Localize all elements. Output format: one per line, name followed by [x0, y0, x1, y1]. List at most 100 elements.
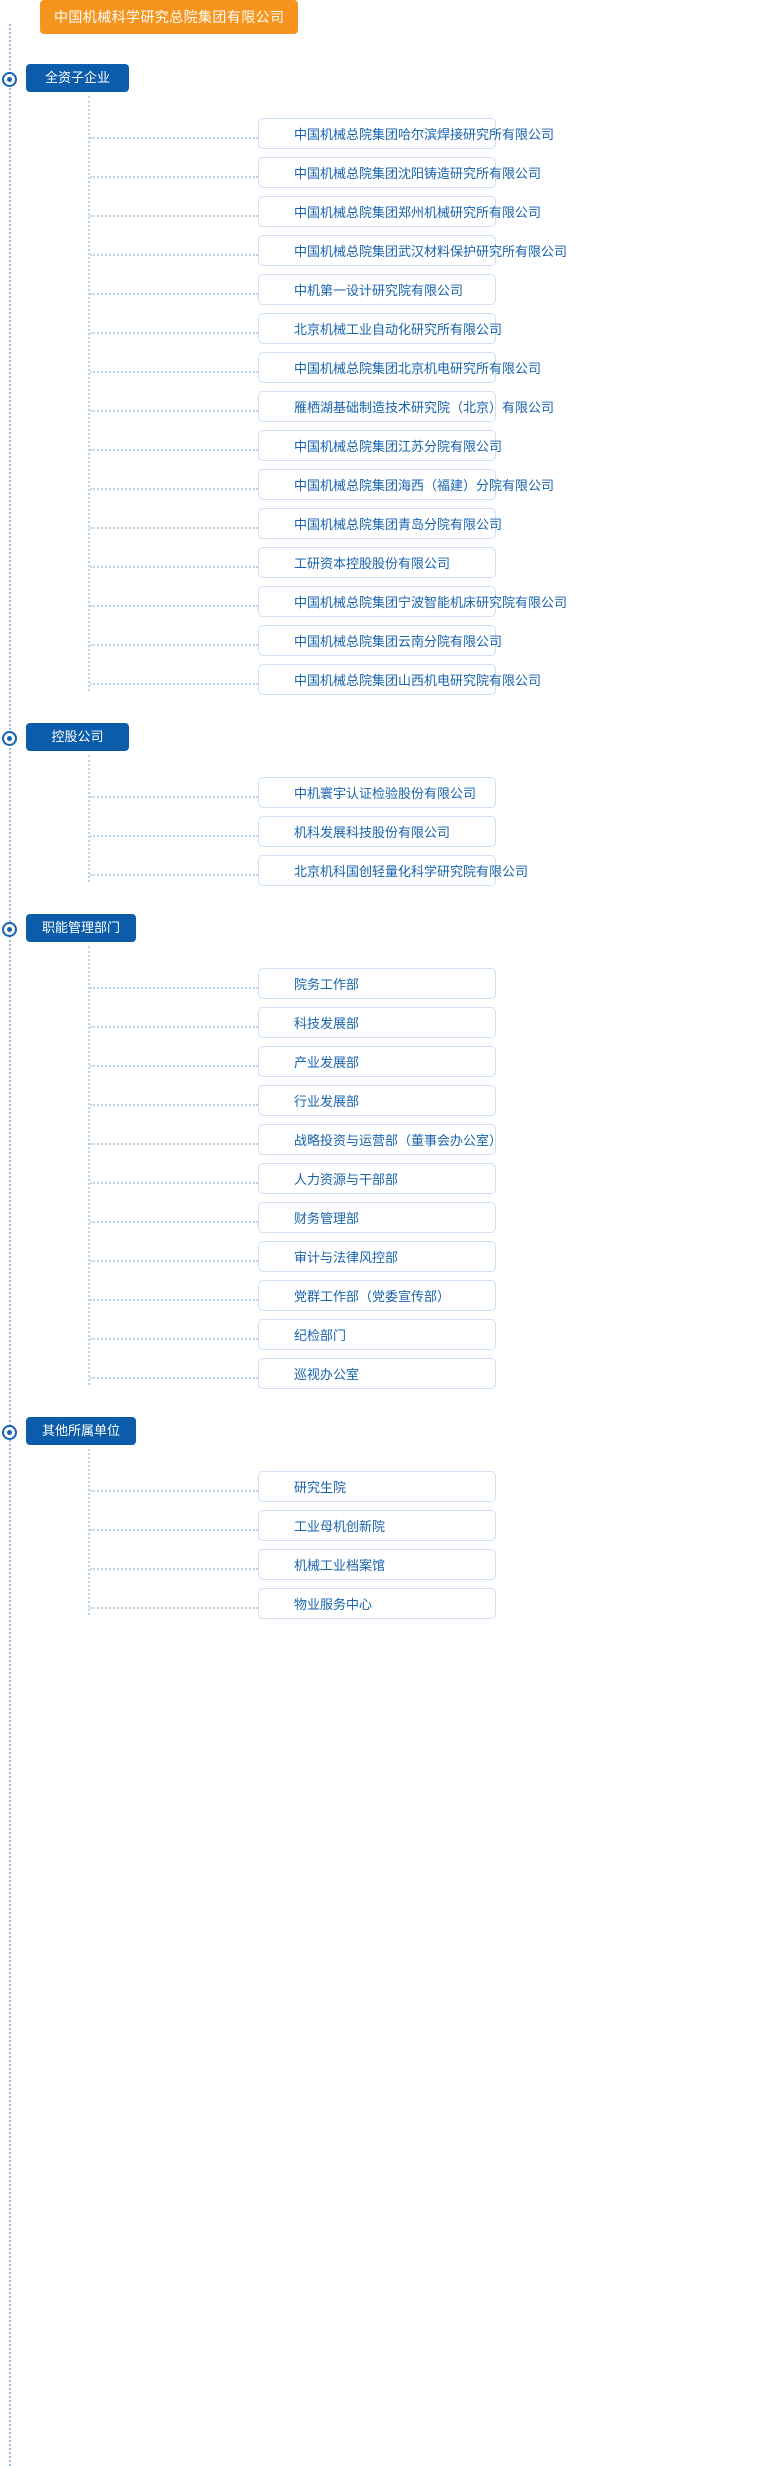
item-box[interactable]: 中机第一设计研究院有限公司 — [258, 274, 496, 305]
radio-bullet-icon — [2, 1425, 17, 1440]
item-box[interactable]: 工研资本控股股份有限公司 — [258, 547, 496, 578]
item-box[interactable]: 中国机械总院集团哈尔滨焊接研究所有限公司 — [258, 118, 554, 149]
item-box[interactable]: 院务工作部 — [258, 968, 496, 999]
connector-line — [90, 835, 258, 837]
item-label: 物业服务中心 — [294, 1597, 373, 1612]
list-item: 科技发展部 — [0, 1007, 779, 1046]
item-box[interactable]: 行业发展部 — [258, 1085, 496, 1116]
item-box[interactable]: 纪检部门 — [258, 1319, 496, 1350]
item-label: 中国机械总院集团北京机电研究所有限公司 — [294, 361, 542, 376]
item-label: 科技发展部 — [294, 1016, 360, 1031]
list-item: 纪检部门 — [0, 1319, 779, 1358]
item-box[interactable]: 雁栖湖基础制造技术研究院（北京）有限公司 — [258, 391, 554, 422]
section: 其他所属单位研究生院工业母机创新院机械工业档案馆物业服务中心 — [0, 1405, 779, 1635]
item-box[interactable]: 中国机械总院集团沈阳铸造研究所有限公司 — [258, 157, 541, 188]
item-label: 审计与法律风控部 — [294, 1250, 399, 1265]
item-box[interactable]: 机械工业档案馆 — [258, 1549, 496, 1580]
item-box[interactable]: 战略投资与运营部（董事会办公室） — [258, 1124, 502, 1155]
item-box[interactable]: 中国机械总院集团云南分院有限公司 — [258, 625, 502, 656]
connector-line — [90, 410, 258, 412]
root-node-row: 中国机械科学研究总院集团有限公司 — [0, 0, 779, 52]
list-item: 中国机械总院集团江苏分院有限公司 — [0, 430, 779, 469]
item-box[interactable]: 北京机械工业自动化研究所有限公司 — [258, 313, 502, 344]
list-item: 中国机械总院集团山西机电研究院有限公司 — [0, 664, 779, 703]
item-box[interactable]: 北京机科国创轻量化科学研究院有限公司 — [258, 855, 528, 886]
section: 全资子企业中国机械总院集团哈尔滨焊接研究所有限公司中国机械总院集团沈阳铸造研究所… — [0, 52, 779, 711]
branch-vertical-line — [88, 96, 90, 691]
item-label: 工研资本控股股份有限公司 — [294, 556, 451, 571]
item-label: 中国机械总院集团江苏分院有限公司 — [294, 439, 503, 454]
item-box[interactable]: 中国机械总院集团宁波智能机床研究院有限公司 — [258, 586, 567, 617]
item-box[interactable]: 审计与法律风控部 — [258, 1241, 496, 1272]
item-box[interactable]: 工业母机创新院 — [258, 1510, 496, 1541]
list-item: 物业服务中心 — [0, 1588, 779, 1627]
item-box[interactable]: 产业发展部 — [258, 1046, 496, 1077]
section-title[interactable]: 控股公司 — [26, 723, 129, 751]
connector-line — [90, 874, 258, 876]
list-item: 机械工业档案馆 — [0, 1549, 779, 1588]
section-header: 全资子企业 — [0, 52, 779, 118]
connector-line — [90, 176, 258, 178]
item-label: 中国机械总院集团宁波智能机床研究院有限公司 — [294, 595, 568, 610]
connector-line — [90, 1568, 258, 1570]
radio-bullet-icon — [2, 731, 17, 746]
section-title[interactable]: 全资子企业 — [26, 64, 129, 92]
list-item: 中国机械总院集团郑州机械研究所有限公司 — [0, 196, 779, 235]
section-header: 职能管理部门 — [0, 902, 779, 968]
connector-line — [90, 527, 258, 529]
item-label: 巡视办公室 — [294, 1367, 360, 1382]
item-box[interactable]: 中国机械总院集团武汉材料保护研究所有限公司 — [258, 235, 567, 266]
sections-container: 全资子企业中国机械总院集团哈尔滨焊接研究所有限公司中国机械总院集团沈阳铸造研究所… — [0, 52, 779, 1635]
section-items: 院务工作部科技发展部产业发展部行业发展部战略投资与运营部（董事会办公室） 人力资源… — [0, 946, 779, 1405]
list-item: 巡视办公室 — [0, 1358, 779, 1397]
item-label: 工业母机创新院 — [294, 1519, 386, 1534]
item-label: 中机第一设计研究院有限公司 — [294, 283, 464, 298]
item-label: 研究生院 — [294, 1480, 347, 1495]
item-box[interactable]: 中国机械总院集团郑州机械研究所有限公司 — [258, 196, 541, 227]
connector-line — [90, 293, 258, 295]
item-box[interactable]: 中国机械总院集团山西机电研究院有限公司 — [258, 664, 541, 695]
list-item: 研究生院 — [0, 1471, 779, 1510]
list-item: 工研资本控股股份有限公司 — [0, 547, 779, 586]
connector-line — [90, 215, 258, 217]
item-label: 中国机械总院集团沈阳铸造研究所有限公司 — [294, 166, 542, 181]
item-box[interactable]: 中机寰宇认证检验股份有限公司 — [258, 777, 496, 808]
connector-line — [90, 1377, 258, 1379]
main-vertical-spine — [9, 24, 11, 2466]
branch-vertical-line — [88, 755, 90, 882]
section-title[interactable]: 职能管理部门 — [26, 914, 137, 942]
item-box[interactable]: 党群工作部（党委宣传部） — [258, 1280, 496, 1311]
item-box[interactable]: 中国机械总院集团北京机电研究所有限公司 — [258, 352, 541, 383]
item-label: 中国机械总院集团云南分院有限公司 — [294, 634, 503, 649]
item-label: 机科发展科技股份有限公司 — [294, 825, 451, 840]
section-title[interactable]: 其他所属单位 — [26, 1417, 137, 1445]
list-item: 中机寰宇认证检验股份有限公司 — [0, 777, 779, 816]
section-items: 研究生院工业母机创新院机械工业档案馆物业服务中心 — [0, 1449, 779, 1635]
item-label: 北京机械工业自动化研究所有限公司 — [294, 322, 503, 337]
item-box[interactable]: 中国机械总院集团青岛分院有限公司 — [258, 508, 502, 539]
item-box[interactable]: 中国机械总院集团海西（福建）分院有限公司 — [258, 469, 554, 500]
item-label: 纪检部门 — [294, 1328, 347, 1343]
list-item: 中国机械总院集团云南分院有限公司 — [0, 625, 779, 664]
connector-line — [90, 371, 258, 373]
connector-line — [90, 1338, 258, 1340]
item-box[interactable]: 科技发展部 — [258, 1007, 496, 1038]
connector-line — [90, 1026, 258, 1028]
item-box[interactable]: 财务管理部 — [258, 1202, 496, 1233]
list-item: 财务管理部 — [0, 1202, 779, 1241]
item-box[interactable]: 物业服务中心 — [258, 1588, 496, 1619]
item-box[interactable]: 中国机械总院集团江苏分院有限公司 — [258, 430, 502, 461]
list-item: 审计与法律风控部 — [0, 1241, 779, 1280]
item-box[interactable]: 机科发展科技股份有限公司 — [258, 816, 496, 847]
list-item: 产业发展部 — [0, 1046, 779, 1085]
item-box[interactable]: 研究生院 — [258, 1471, 496, 1502]
item-box[interactable]: 人力资源与干部部 — [258, 1163, 496, 1194]
item-label: 雁栖湖基础制造技术研究院（北京）有限公司 — [294, 400, 555, 415]
list-item: 中国机械总院集团哈尔滨焊接研究所有限公司 — [0, 118, 779, 157]
list-item: 中国机械总院集团武汉材料保护研究所有限公司 — [0, 235, 779, 274]
list-item: 工业母机创新院 — [0, 1510, 779, 1549]
item-box[interactable]: 巡视办公室 — [258, 1358, 496, 1389]
root-node-company[interactable]: 中国机械科学研究总院集团有限公司 — [40, 0, 299, 34]
list-item: 中国机械总院集团海西（福建）分院有限公司 — [0, 469, 779, 508]
list-item: 党群工作部（党委宣传部） — [0, 1280, 779, 1319]
